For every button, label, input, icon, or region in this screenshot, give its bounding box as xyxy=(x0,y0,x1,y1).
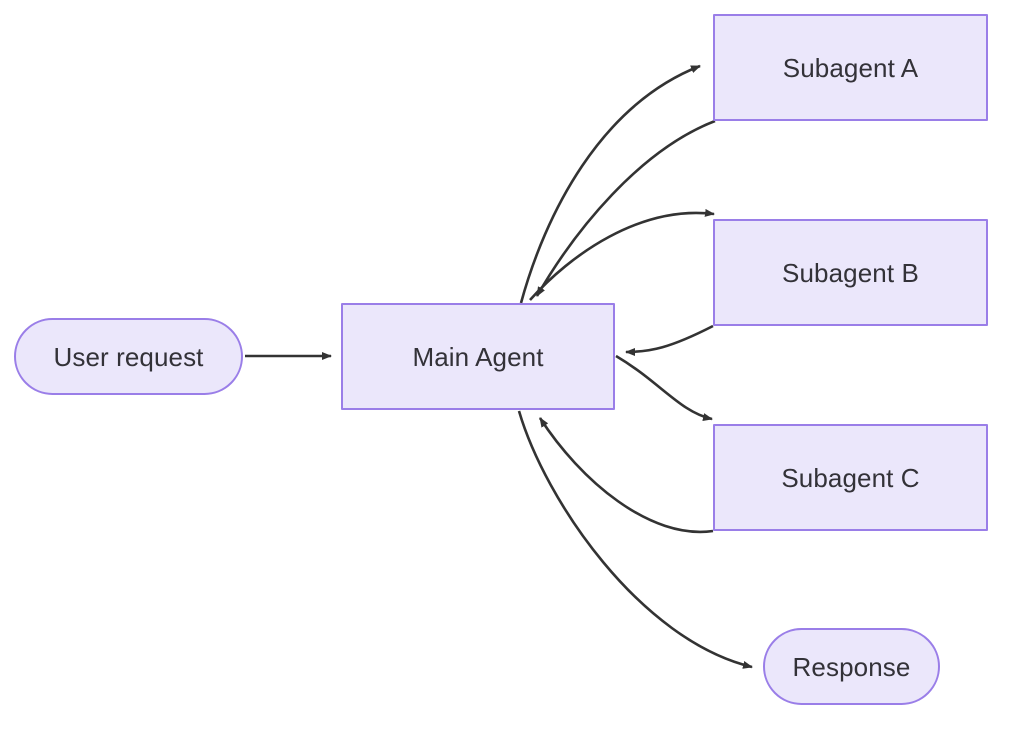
node-subagent-c[interactable]: Subagent C xyxy=(713,424,988,531)
node-response[interactable]: Response xyxy=(763,628,940,705)
node-subagent-c-label: Subagent C xyxy=(781,462,920,493)
node-subagent-b[interactable]: Subagent B xyxy=(713,219,988,326)
edge-subagent-c-to-main-agent xyxy=(538,417,714,534)
edge-subagent-b-to-main-agent xyxy=(625,324,714,356)
edge-subagent-a-to-main-agent xyxy=(535,119,716,297)
node-main-agent-label: Main Agent xyxy=(412,341,544,372)
node-user-request[interactable]: User request xyxy=(14,318,243,395)
node-subagent-a[interactable]: Subagent A xyxy=(713,14,988,121)
edge-main-agent-to-subagent-c xyxy=(615,354,713,421)
edge-main-agent-to-subagent-a xyxy=(519,64,701,304)
edge-main-agent-to-response xyxy=(517,410,753,669)
node-subagent-b-label: Subagent B xyxy=(782,257,919,288)
node-main-agent[interactable]: Main Agent xyxy=(341,303,615,410)
edge-main-agent-to-subagent-b xyxy=(529,208,715,301)
node-user-request-label: User request xyxy=(53,341,204,372)
node-response-label: Response xyxy=(792,651,911,682)
node-subagent-a-label: Subagent A xyxy=(782,52,919,83)
